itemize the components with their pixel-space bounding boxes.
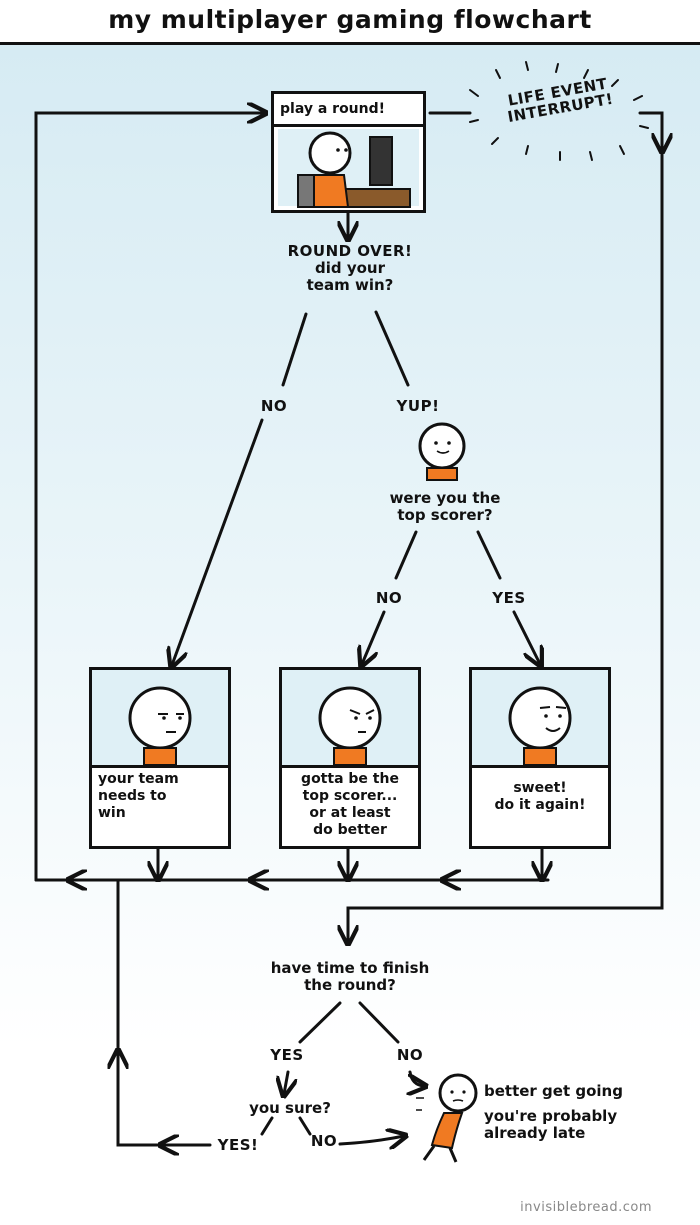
- yup-character-shirt: [426, 467, 458, 481]
- edge-yup: YUP!: [396, 397, 440, 415]
- time-to-finish-node: have time to finish the round?: [240, 960, 460, 994]
- late-character-body: [430, 1112, 464, 1150]
- panel-scorer-line1: gotta be the: [301, 771, 399, 787]
- happy-character-illustration: [508, 686, 572, 766]
- top-scorer-line2: top scorer?: [397, 506, 493, 524]
- panel-scorer-line2: top scorer...: [302, 788, 398, 804]
- play-round-node: play a round!: [271, 91, 426, 213]
- gamer-shirt: [308, 174, 350, 208]
- panel-team-line3: win: [98, 805, 126, 821]
- top-scorer-node: were you the top scorer?: [360, 490, 530, 524]
- yes-time-line: [298, 1001, 342, 1044]
- top-scorer-line1: were you the: [389, 489, 501, 507]
- yes-sure-loop-line: [116, 1048, 164, 1147]
- gamer-illustration: [297, 131, 411, 208]
- panel-team-line1: your team: [98, 771, 179, 787]
- happy-character-shirt: [523, 747, 557, 766]
- gamer-scene: [278, 129, 419, 208]
- title-divider: [0, 42, 700, 45]
- round-over-line2: did your: [315, 259, 385, 277]
- life-event-down-arrow: [638, 111, 662, 150]
- sad-character-shirt: [143, 747, 177, 766]
- monitor-icon: [369, 136, 393, 186]
- determined-character-illustration: [318, 686, 382, 766]
- chair-icon: [297, 174, 315, 208]
- panel-sweet-line2: do it again!: [494, 797, 586, 813]
- credit-watermark: invisiblebread.com: [520, 1200, 652, 1215]
- gamer-head: [308, 131, 352, 175]
- edge-no-time: NO: [396, 1046, 424, 1064]
- burst-marks: [469, 61, 649, 161]
- determined-character-shirt: [333, 747, 367, 766]
- yup-line: [374, 310, 410, 387]
- no-scorer-arrow: [362, 610, 386, 664]
- no-time-line: [358, 1001, 400, 1044]
- late-node: better get going you're probably already…: [484, 1083, 660, 1142]
- panel-sweet-line1: sweet!: [513, 780, 567, 796]
- panel-scorer-line3: or at least: [309, 805, 391, 821]
- yup-character-head: [418, 422, 466, 470]
- edge-no-win: NO: [260, 397, 288, 415]
- edge-no-sure: NO: [310, 1132, 338, 1150]
- edge-yes-sure: YES!: [217, 1136, 259, 1154]
- no-win-arrow: [172, 418, 264, 665]
- life-event-to-time-arrow: [348, 148, 664, 942]
- panel-sweet: sweet! do it again!: [469, 667, 611, 849]
- panel-team-scene: [92, 670, 228, 768]
- time-line1: have time to finish: [270, 959, 430, 977]
- late-character-head: [438, 1073, 478, 1113]
- panel-top-scorer: gotta be the top scorer... or at least d…: [279, 667, 421, 849]
- play-round-label: play a round!: [274, 94, 423, 127]
- late-line2: you're probably: [484, 1107, 618, 1125]
- edge-yes-time: YES: [270, 1046, 304, 1064]
- yup-character-group: [418, 422, 466, 481]
- desk-icon: [339, 188, 411, 208]
- panel-team-caption: your team needs to win: [98, 771, 222, 822]
- sad-character-illustration: [128, 686, 192, 766]
- panel-sweet-scene: [472, 670, 608, 768]
- panel-scorer-caption: gotta be the top scorer... or at least d…: [288, 771, 412, 839]
- late-line3: already late: [484, 1124, 586, 1142]
- happy-character-head: [508, 686, 572, 750]
- edge-no-scorer: NO: [375, 589, 403, 607]
- edge-yes-scorer: YES: [492, 589, 526, 607]
- panel-sweet-caption: sweet! do it again!: [478, 780, 602, 814]
- yes-scorer-arrow: [512, 610, 540, 664]
- no-sure-arrow: [338, 1136, 404, 1144]
- time-line2: the round?: [304, 976, 396, 994]
- you-sure-node: you sure?: [249, 1099, 331, 1117]
- round-over-node: ROUND OVER! did your team win?: [270, 243, 430, 294]
- late-character-group: [416, 1073, 478, 1163]
- page-title: my multiplayer gaming flowchart: [108, 5, 592, 34]
- panel-team-needs-win: your team needs to win: [89, 667, 231, 849]
- late-line1: better get going: [484, 1082, 623, 1100]
- panel-scorer-scene: [282, 670, 418, 768]
- round-over-line3: team win?: [306, 276, 394, 294]
- panel-team-line2: needs to: [98, 788, 167, 804]
- panel-scorer-line4: do better: [313, 822, 387, 838]
- loop-back-arrow: [34, 113, 264, 882]
- round-over-line1: ROUND OVER!: [287, 242, 413, 260]
